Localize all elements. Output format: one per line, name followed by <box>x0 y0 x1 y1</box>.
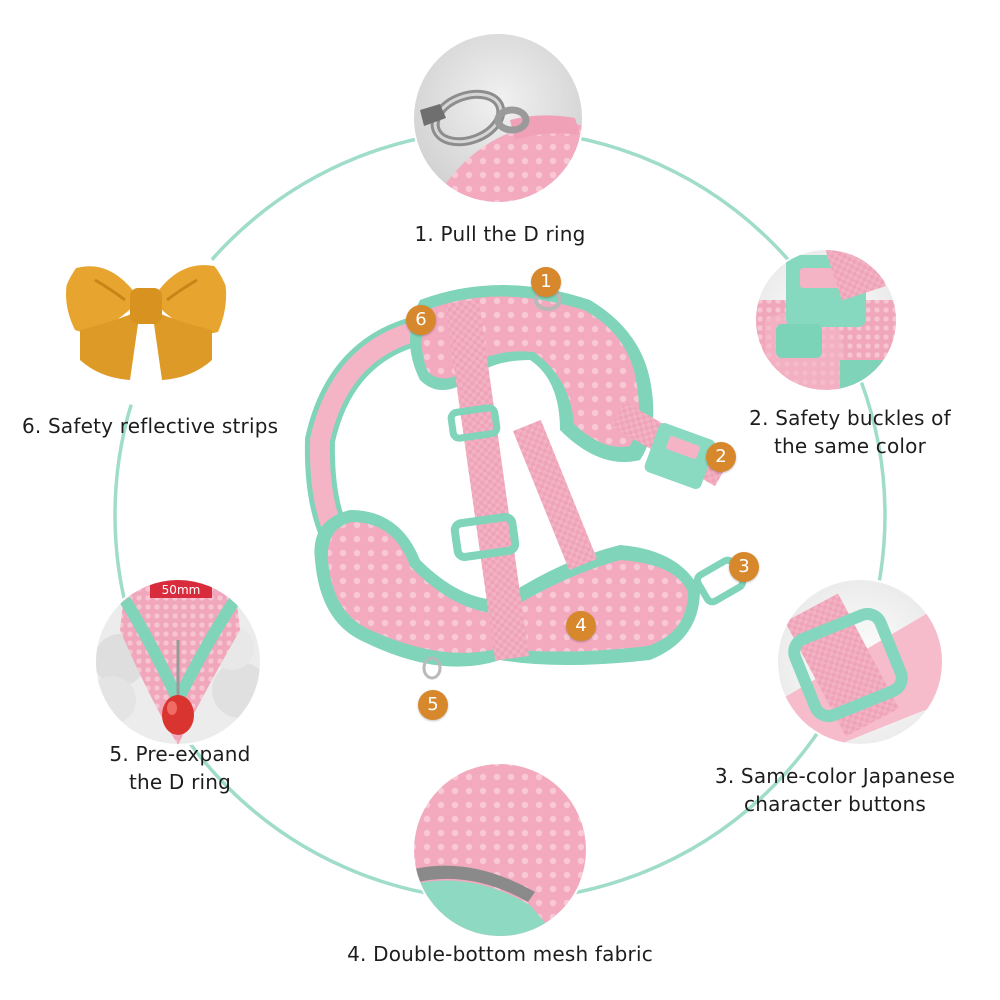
callout-buckles: 2. Safety buckles of the same color <box>720 404 980 460</box>
sticker-text: 50mm <box>162 583 201 597</box>
callout-line: 6. Safety reflective strips <box>22 414 279 438</box>
callout-line: 2. Safety buckles of <box>749 406 951 430</box>
marker-1: 1 <box>531 267 561 297</box>
marker-6: 6 <box>406 305 436 335</box>
callout-line: the same color <box>773 434 927 458</box>
marker-3: 3 <box>729 552 759 582</box>
callout-line: 5. Pre-expand <box>109 742 251 766</box>
marker-4: 4 <box>566 611 596 641</box>
d-ring-closeup-photo <box>412 32 584 204</box>
mesh-fabric-closeup-photo <box>412 762 588 938</box>
dog-wearing-harness-photo: 50mm <box>94 578 262 746</box>
buckle-closeup-photo <box>754 248 898 392</box>
strap-button-closeup-photo <box>776 578 944 746</box>
marker-2: 2 <box>706 442 736 472</box>
callout-line: 1. Pull the D ring <box>414 222 586 246</box>
yellow-bow-photo <box>58 230 234 406</box>
pet-harness-product-photo <box>304 285 747 680</box>
marker-5: 5 <box>418 690 448 720</box>
callout-reflective: 6. Safety reflective strips <box>22 412 312 440</box>
callout-line: the D ring <box>128 770 232 794</box>
callout-buttons: 3. Same-color Japanese character buttons <box>690 762 980 818</box>
callout-mesh: 4. Double-bottom mesh fabric <box>320 940 680 968</box>
callout-line: character buttons <box>744 792 926 816</box>
callout-line: 4. Double-bottom mesh fabric <box>347 942 653 966</box>
callout-d-ring: 1. Pull the D ring <box>380 220 620 248</box>
callout-pre-expand: 5. Pre-expand the D ring <box>80 740 280 796</box>
callout-line: 3. Same-color Japanese <box>714 764 956 788</box>
